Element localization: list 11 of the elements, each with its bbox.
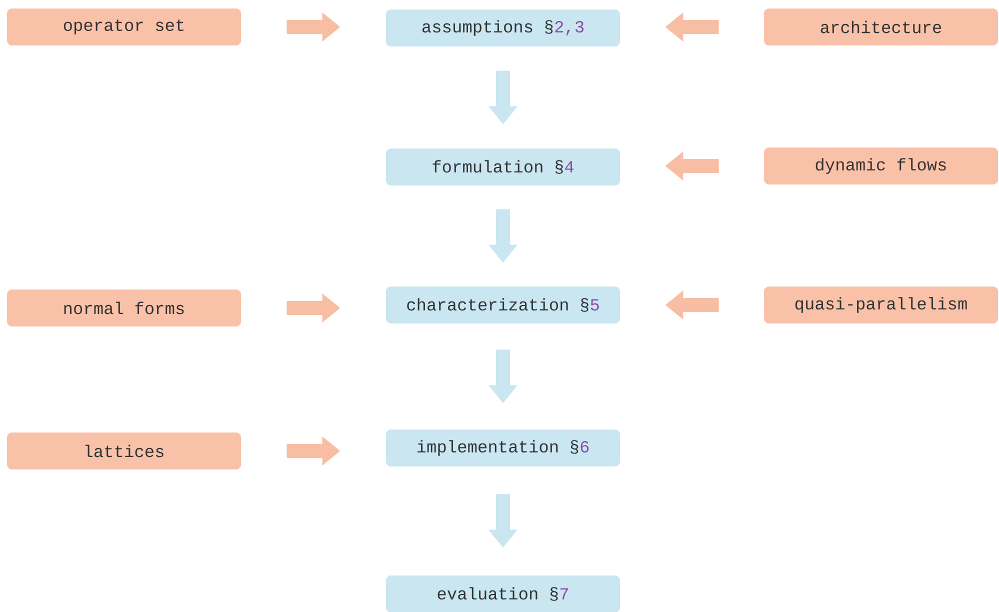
input-box: lattices <box>7 432 241 470</box>
stage-box: assumptions §2,3 <box>386 10 620 46</box>
input-box: normal forms <box>7 289 241 326</box>
stage-box: characterization §5 <box>386 286 620 324</box>
input-box: quasi-parallelism <box>764 286 998 324</box>
input-box: dynamic flows <box>764 147 998 184</box>
stage-box: implementation §6 <box>386 429 620 466</box>
input-box: architecture <box>764 8 998 46</box>
input-box: operator set <box>7 8 241 46</box>
stage-box: formulation §4 <box>386 148 620 186</box>
stage-box: evaluation §7 <box>386 575 620 612</box>
